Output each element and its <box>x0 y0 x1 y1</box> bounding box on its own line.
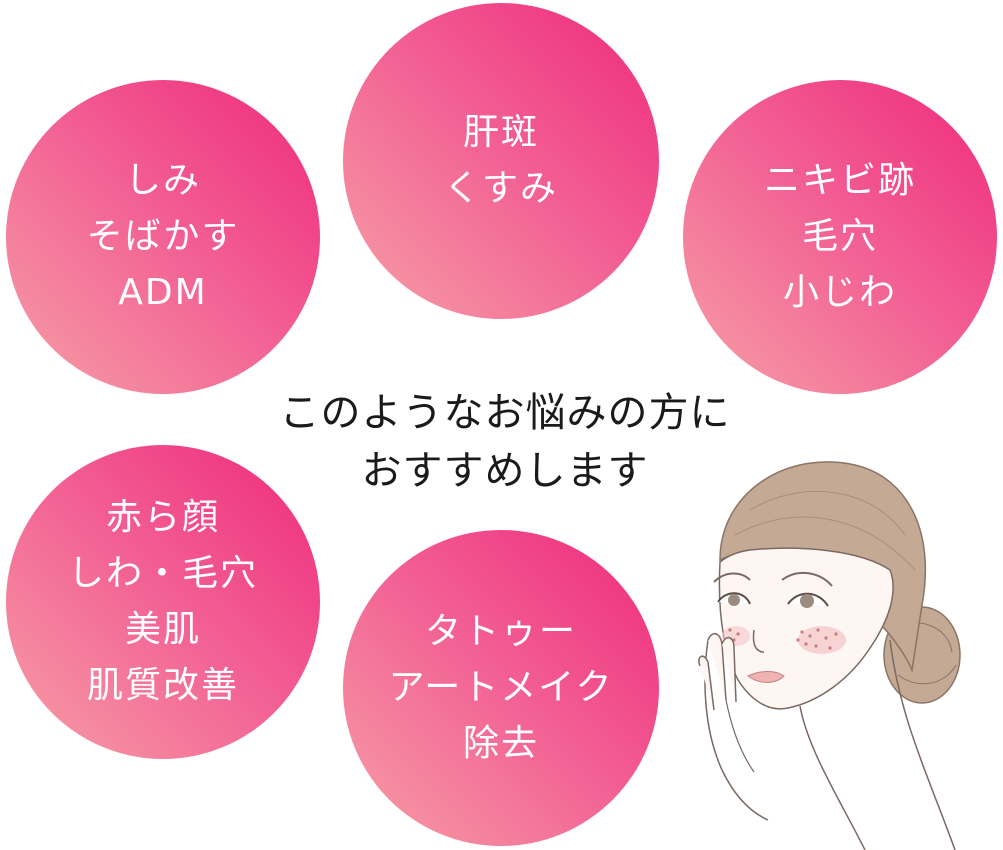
concern-label: ニキビ跡 <box>763 160 916 201</box>
concern-label: 美肌 <box>124 609 201 650</box>
concern-label: 毛穴 <box>801 216 878 257</box>
concern-circle-tattoo-removal: タトゥー アートメイク 除去 <box>343 530 659 846</box>
headline-line-2: おすすめします <box>361 448 649 494</box>
concern-label: 小じわ <box>782 272 897 313</box>
concern-label: しみ <box>124 160 201 201</box>
concern-label: 除去 <box>462 723 539 764</box>
concern-label: 赤ら顔 <box>105 497 220 538</box>
recommendation-headline: このようなお悩みの方に おすすめします <box>180 384 830 500</box>
concern-circle-acne-scars: ニキビ跡 毛穴 小じわ <box>683 80 997 394</box>
concern-label: そばかす <box>86 216 240 257</box>
headline-line-1: このようなお悩みの方に <box>279 390 731 436</box>
concern-label: タトゥー <box>424 611 577 652</box>
worried-woman-illustration <box>698 461 961 850</box>
concern-label: しわ・毛穴 <box>67 553 258 594</box>
concern-label: くすみ <box>443 168 558 209</box>
concern-label: 肝斑 <box>462 112 539 153</box>
concern-label: 肌質改善 <box>86 665 239 706</box>
concern-label: アートメイク <box>388 667 614 708</box>
concern-circle-spots: しみ そばかす ADM <box>6 80 320 394</box>
concern-label: ADM <box>118 272 208 313</box>
concern-circle-redness: 赤ら顔 しわ・毛穴 美肌 肌質改善 <box>6 445 320 759</box>
concern-circle-melasma: 肝斑 くすみ <box>343 3 659 319</box>
